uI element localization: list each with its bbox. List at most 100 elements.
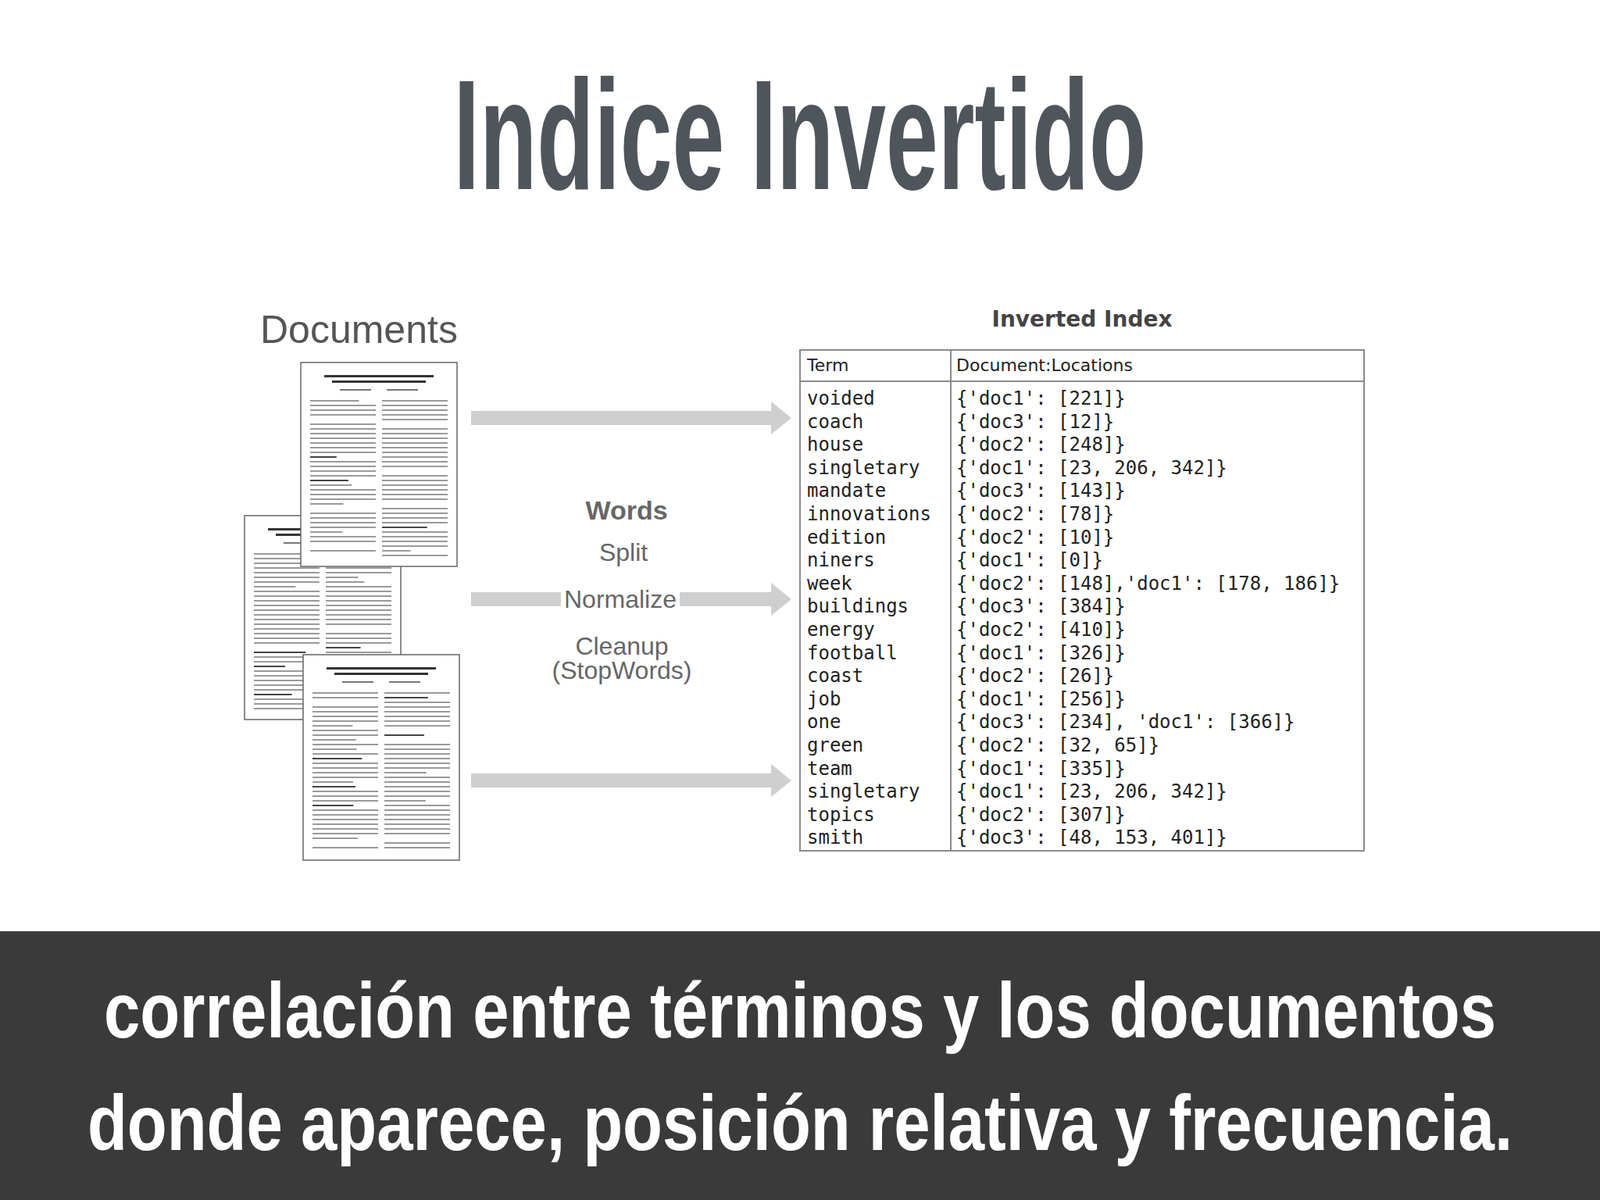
text-line [384, 748, 450, 750]
text-line [312, 795, 379, 797]
text-line [384, 790, 450, 793]
text-line [253, 585, 296, 588]
location-cell: {'doc1': [326]} [956, 641, 1126, 665]
text-line [312, 734, 379, 736]
term-cell: buildings [807, 594, 909, 618]
text-line [384, 734, 425, 736]
text-line [310, 535, 376, 538]
term-cell: voided [807, 386, 875, 411]
text-line [382, 540, 448, 543]
location-cell: {'doc1': [221]} [956, 386, 1126, 411]
text-line [310, 428, 376, 430]
term-cell: topics [807, 803, 875, 827]
text-line [384, 757, 450, 760]
text-line [312, 809, 379, 811]
text-line [253, 632, 320, 635]
slide-title: Indice Invertido [260, 57, 1340, 214]
text-line [312, 785, 356, 788]
text-line [326, 667, 436, 670]
text-line [325, 637, 392, 640]
text-line [334, 672, 429, 675]
header-rule [800, 380, 1364, 383]
text-line [324, 375, 434, 378]
text-line [253, 604, 320, 607]
text-line [384, 828, 450, 830]
location-cell: {'doc1': [23, 206, 342]} [956, 779, 1228, 804]
text-line [253, 590, 320, 593]
text-line [310, 550, 376, 552]
table-frame: TermDocument:Locationsvoided{'doc1': [22… [799, 349, 1365, 852]
flow-arrow [471, 410, 776, 425]
slide-caption: correlación entre términos y los documen… [51, 953, 1549, 1179]
text-line [310, 414, 376, 416]
text-line [325, 609, 392, 611]
location-cell: {'doc1': [0]} [956, 548, 1104, 572]
term-cell: innovations [807, 502, 932, 526]
location-cell: {'doc2': [307]} [956, 803, 1126, 827]
location-cell: {'doc2': [26]} [956, 664, 1115, 688]
text-line [253, 595, 320, 597]
text-line [312, 771, 379, 774]
text-line [310, 531, 343, 533]
text-line [312, 776, 379, 779]
text-line [382, 517, 448, 519]
text-line [384, 781, 450, 783]
text-line [312, 800, 379, 802]
text-line [310, 465, 376, 468]
text-line [312, 729, 379, 732]
text-line [253, 693, 293, 696]
text-line [312, 710, 379, 713]
text-line [382, 446, 448, 449]
location-cell: {'doc1': [335]} [956, 757, 1126, 781]
text-line [310, 437, 376, 440]
text-line [384, 767, 450, 769]
term-cell: week [807, 571, 853, 596]
location-cell: {'doc3': [12]} [956, 410, 1115, 434]
text-line [310, 423, 376, 425]
text-line [384, 776, 450, 779]
text-line [382, 451, 448, 454]
text-line [325, 623, 392, 625]
text-line [384, 706, 450, 708]
text-line [312, 832, 379, 835]
text-line [312, 739, 357, 741]
text-line [384, 823, 450, 825]
text-line [325, 600, 392, 602]
term-cell: edition [807, 525, 886, 550]
text-line [384, 814, 450, 816]
text-line [386, 389, 418, 391]
text-line [325, 642, 392, 644]
text-line [342, 681, 374, 683]
page-outline [300, 362, 458, 567]
text-line [384, 842, 450, 844]
text-line [384, 696, 429, 699]
text-line [253, 623, 320, 625]
text-line [312, 762, 379, 765]
term-cell: smith [807, 825, 864, 850]
text-line [312, 767, 379, 769]
text-line [325, 614, 392, 616]
text-line [310, 521, 376, 524]
text-line [325, 567, 392, 569]
text-line [384, 795, 450, 797]
text-line [384, 743, 450, 746]
text-line [382, 489, 448, 491]
text-line [382, 550, 411, 552]
text-line [253, 581, 320, 583]
location-cell: {'doc2': [148],'doc1': [178, 186]} [956, 571, 1340, 596]
text-line [325, 618, 392, 621]
text-line [253, 600, 320, 602]
text-line [253, 567, 320, 569]
text-line [382, 404, 448, 407]
text-line [325, 581, 365, 583]
text-line [382, 531, 448, 533]
text-line [389, 681, 421, 683]
text-line [325, 576, 359, 579]
term-cell: green [807, 733, 864, 758]
location-cell: {'doc2': [10]} [956, 525, 1115, 550]
text-line [384, 720, 450, 722]
text-line [384, 692, 450, 694]
text-line [382, 442, 448, 444]
text-line [384, 804, 450, 807]
term-cell: singletary [807, 779, 921, 804]
